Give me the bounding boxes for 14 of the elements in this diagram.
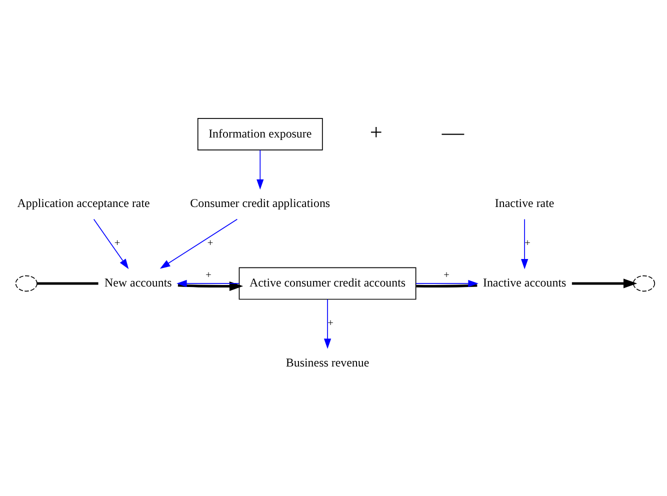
node-text: Inactive accounts (482, 275, 566, 290)
edge-label: + (207, 238, 214, 249)
node-text: Business revenue (286, 354, 370, 369)
edge-label: + (206, 270, 212, 281)
edge-label: + (328, 318, 334, 329)
node-text: Consumer credit applications (190, 195, 330, 210)
edge-label: + (524, 238, 530, 249)
label: + (370, 119, 382, 144)
edge-label: + (444, 270, 450, 281)
edge-label: + (114, 238, 120, 249)
node-text: New accounts (104, 275, 172, 290)
node-text: Application acceptance rate (17, 195, 150, 210)
label: — (442, 119, 464, 144)
node-text: Inactive rate (494, 195, 554, 210)
